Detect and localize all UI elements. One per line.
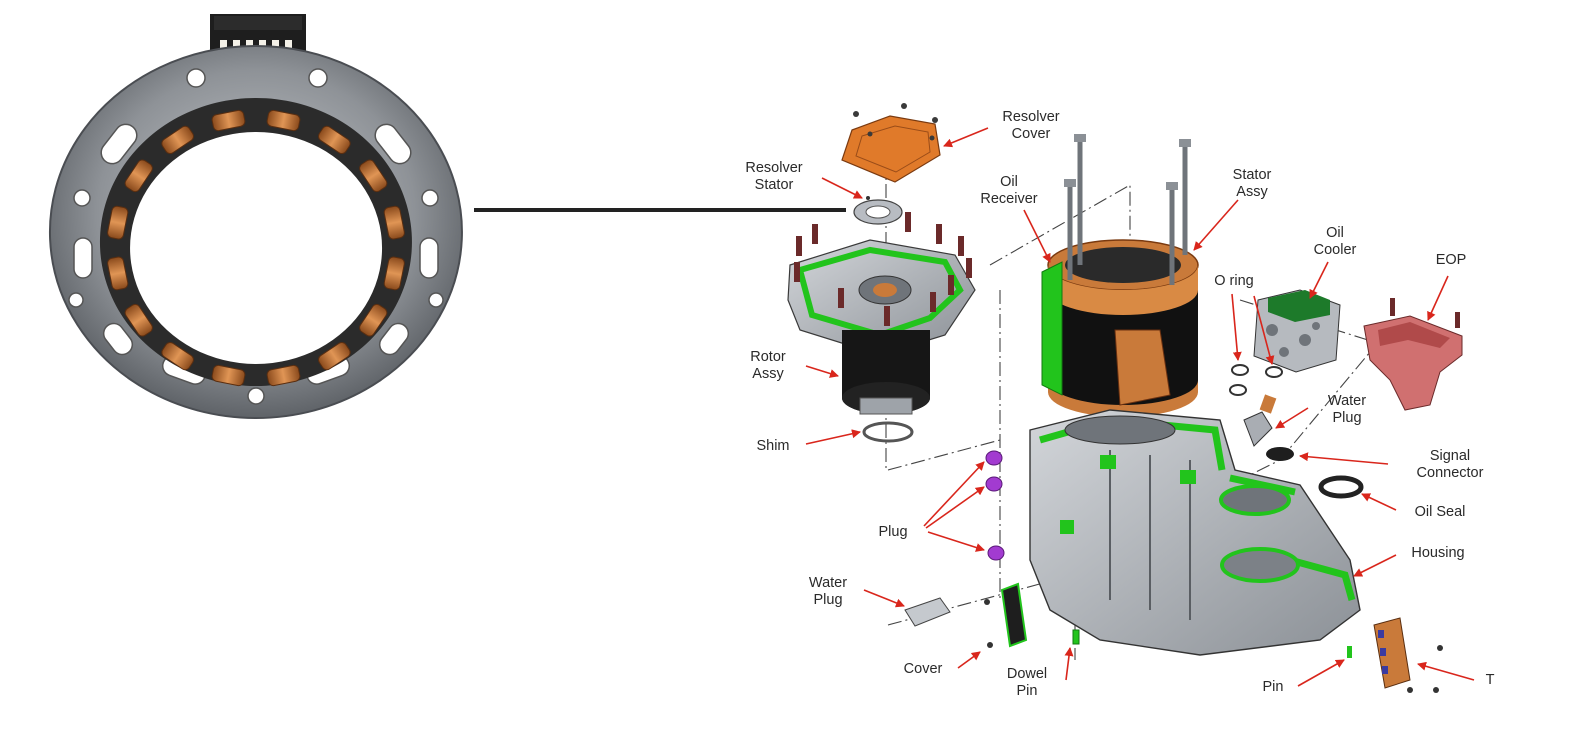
- shim-part: [862, 421, 914, 443]
- dowel-pin-part: [1072, 629, 1080, 645]
- coil-winding: [107, 205, 129, 240]
- resolver-stator-part: [853, 196, 903, 225]
- oil-cooler-part: [1253, 289, 1341, 373]
- pin-part: [1347, 646, 1352, 658]
- coil-winding: [266, 364, 301, 387]
- resolver-stator-photo: [48, 14, 463, 419]
- label-plug: Plug: [878, 524, 907, 540]
- label-terminal: T: [1486, 672, 1495, 688]
- coil-winding: [124, 303, 153, 337]
- oil-seal-part: [1318, 475, 1364, 499]
- coil-winding: [383, 205, 405, 240]
- coil-winding: [359, 303, 388, 337]
- coil-winding: [211, 364, 246, 387]
- coil-winding: [266, 109, 301, 132]
- rotor-assy-part: [787, 212, 976, 415]
- cover-part: [1000, 582, 1028, 648]
- coil-winding: [359, 159, 388, 193]
- resolver-cover-part: [841, 103, 941, 183]
- coil-winding: [318, 125, 351, 155]
- coil-winding: [124, 159, 153, 193]
- callout-arrows: [805, 127, 1475, 687]
- coil-winding: [161, 341, 194, 371]
- coil-winding: [383, 256, 405, 291]
- oil-receiver-part: [1041, 261, 1063, 396]
- housing-part: [1029, 409, 1361, 656]
- label-pin: Pin: [1263, 679, 1284, 695]
- label-cover: Cover: [904, 661, 943, 677]
- label-o-ring: O ring: [1214, 273, 1254, 289]
- signal-connector-part: [1266, 447, 1294, 461]
- o-ring-parts: [1229, 364, 1283, 396]
- label-oil-seal: Oil Seal: [1415, 504, 1466, 520]
- stator-assy-part: [1047, 134, 1199, 417]
- coil-winding: [318, 341, 351, 371]
- coil-winding: [211, 109, 246, 132]
- eop-part: [1363, 298, 1463, 411]
- terminal-part: [1373, 617, 1443, 693]
- label-housing: Housing: [1411, 545, 1464, 561]
- label-eop: EOP: [1436, 252, 1467, 268]
- coil-winding: [107, 256, 129, 291]
- coil-winding: [161, 125, 194, 155]
- label-shim: Shim: [756, 438, 789, 454]
- resolver-coils: [107, 109, 405, 387]
- water-plug-right-part: [1243, 394, 1277, 447]
- water-plug-left-part: [904, 597, 951, 627]
- plug-parts: [985, 450, 1005, 561]
